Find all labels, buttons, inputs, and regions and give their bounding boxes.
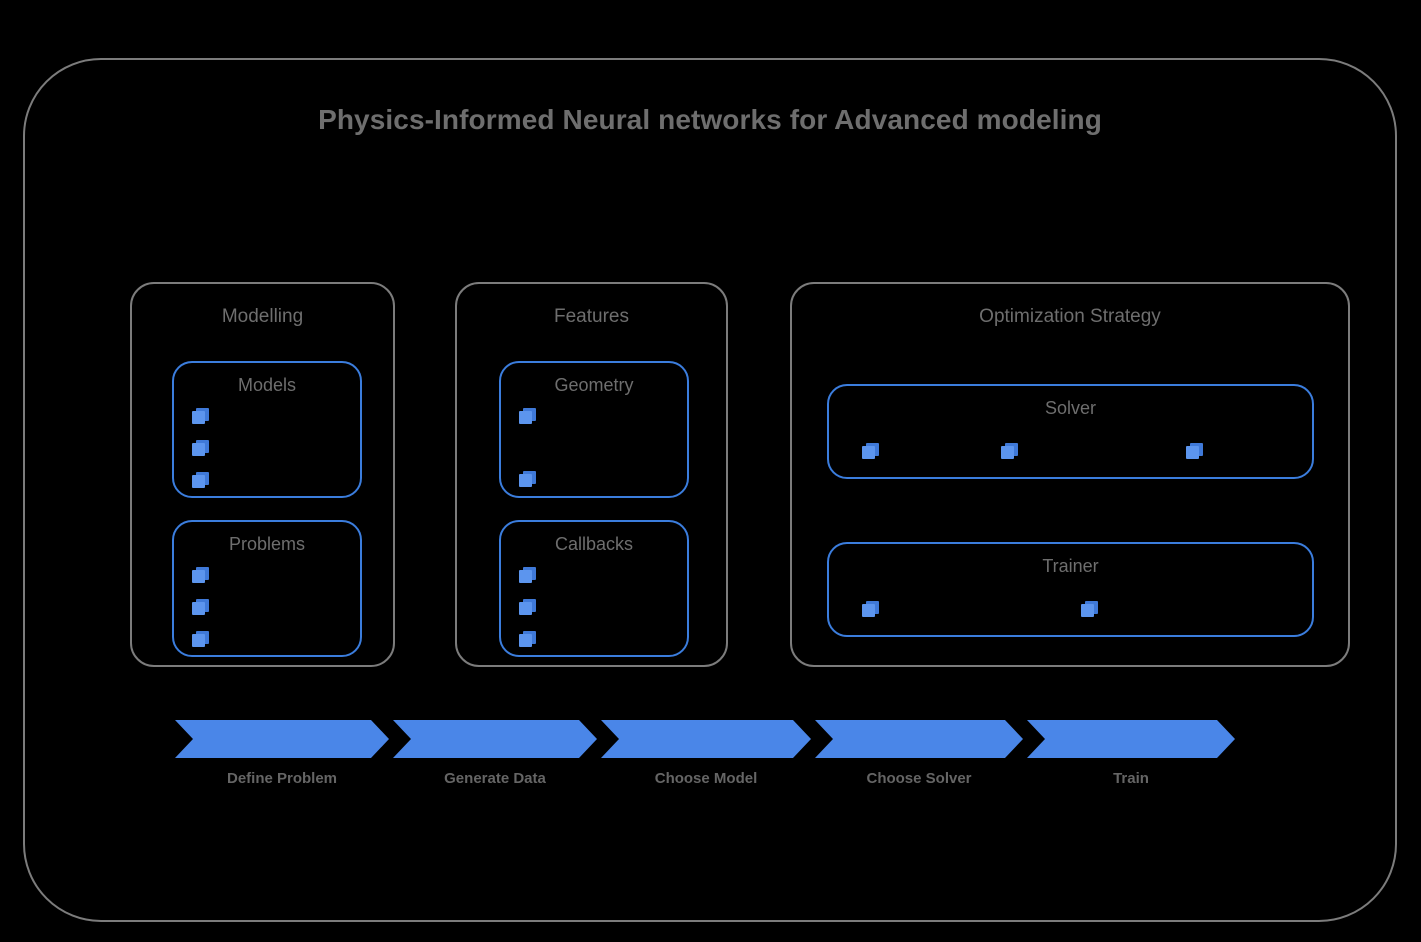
- pipeline-flow: Define Problem Generate Data Choose Mode…: [175, 720, 1235, 830]
- cube-icon: [519, 567, 536, 584]
- diagram-outer-frame: Physics-Informed Neural networks for Adv…: [23, 58, 1397, 922]
- cube-icon: [192, 408, 209, 425]
- card-title-geometry: Geometry: [554, 375, 634, 395]
- pipeline-arrow-3[interactable]: [601, 720, 811, 758]
- pipeline-label-3: Choose Model: [654, 770, 758, 787]
- card-title-callbacks: Callbacks: [554, 534, 634, 554]
- group-panel-features: Features Geometry Callbacks: [455, 282, 728, 667]
- pipeline-arrow-4[interactable]: [815, 720, 1023, 758]
- page-title: Physics-Informed Neural networks for Adv…: [318, 104, 1102, 135]
- pipeline-arrow-2[interactable]: [393, 720, 597, 758]
- card-models[interactable]: Models: [172, 361, 362, 498]
- pipeline-label-1: Define Problem: [226, 770, 338, 787]
- card-geometry[interactable]: Geometry: [499, 361, 689, 498]
- cube-icon: [192, 567, 209, 584]
- card-solver[interactable]: Solver: [827, 384, 1314, 479]
- cube-icon: [519, 599, 536, 616]
- pipeline-arrow-1[interactable]: [175, 720, 389, 758]
- pipeline-arrow-5[interactable]: [1027, 720, 1235, 758]
- card-problems[interactable]: Problems: [172, 520, 362, 657]
- cube-icon: [862, 601, 879, 618]
- cube-icon: [1081, 601, 1098, 618]
- pipeline-label-5: Train: [1113, 770, 1149, 787]
- group-title-modelling: Modelling: [221, 306, 304, 327]
- group-panel-modelling: Modelling Models Problems: [130, 282, 395, 667]
- pipeline-label-4: Choose Solver: [866, 770, 972, 787]
- group-title-features: Features: [554, 306, 629, 327]
- cube-icon: [192, 599, 209, 616]
- card-title-models: Models: [237, 375, 297, 395]
- card-trainer[interactable]: Trainer: [827, 542, 1314, 637]
- cube-icon: [519, 408, 536, 425]
- cube-icon: [1001, 443, 1018, 460]
- group-panel-optimization-strategy: Optimization Strategy Solver Trainer: [790, 282, 1350, 667]
- group-title-optimization-strategy: Optimization Strategy: [979, 306, 1161, 327]
- cube-icon: [192, 631, 209, 648]
- cube-icon: [192, 440, 209, 457]
- cube-icon: [519, 471, 536, 488]
- cube-icon: [862, 443, 879, 460]
- cube-icon: [519, 631, 536, 648]
- card-callbacks[interactable]: Callbacks: [499, 520, 689, 657]
- card-title-trainer: Trainer: [1042, 556, 1099, 576]
- cube-icon: [1186, 443, 1203, 460]
- pipeline-label-2: Generate Data: [444, 770, 546, 787]
- card-title-problems: Problems: [228, 534, 306, 554]
- cube-icon: [192, 472, 209, 489]
- card-title-solver: Solver: [1044, 398, 1097, 418]
